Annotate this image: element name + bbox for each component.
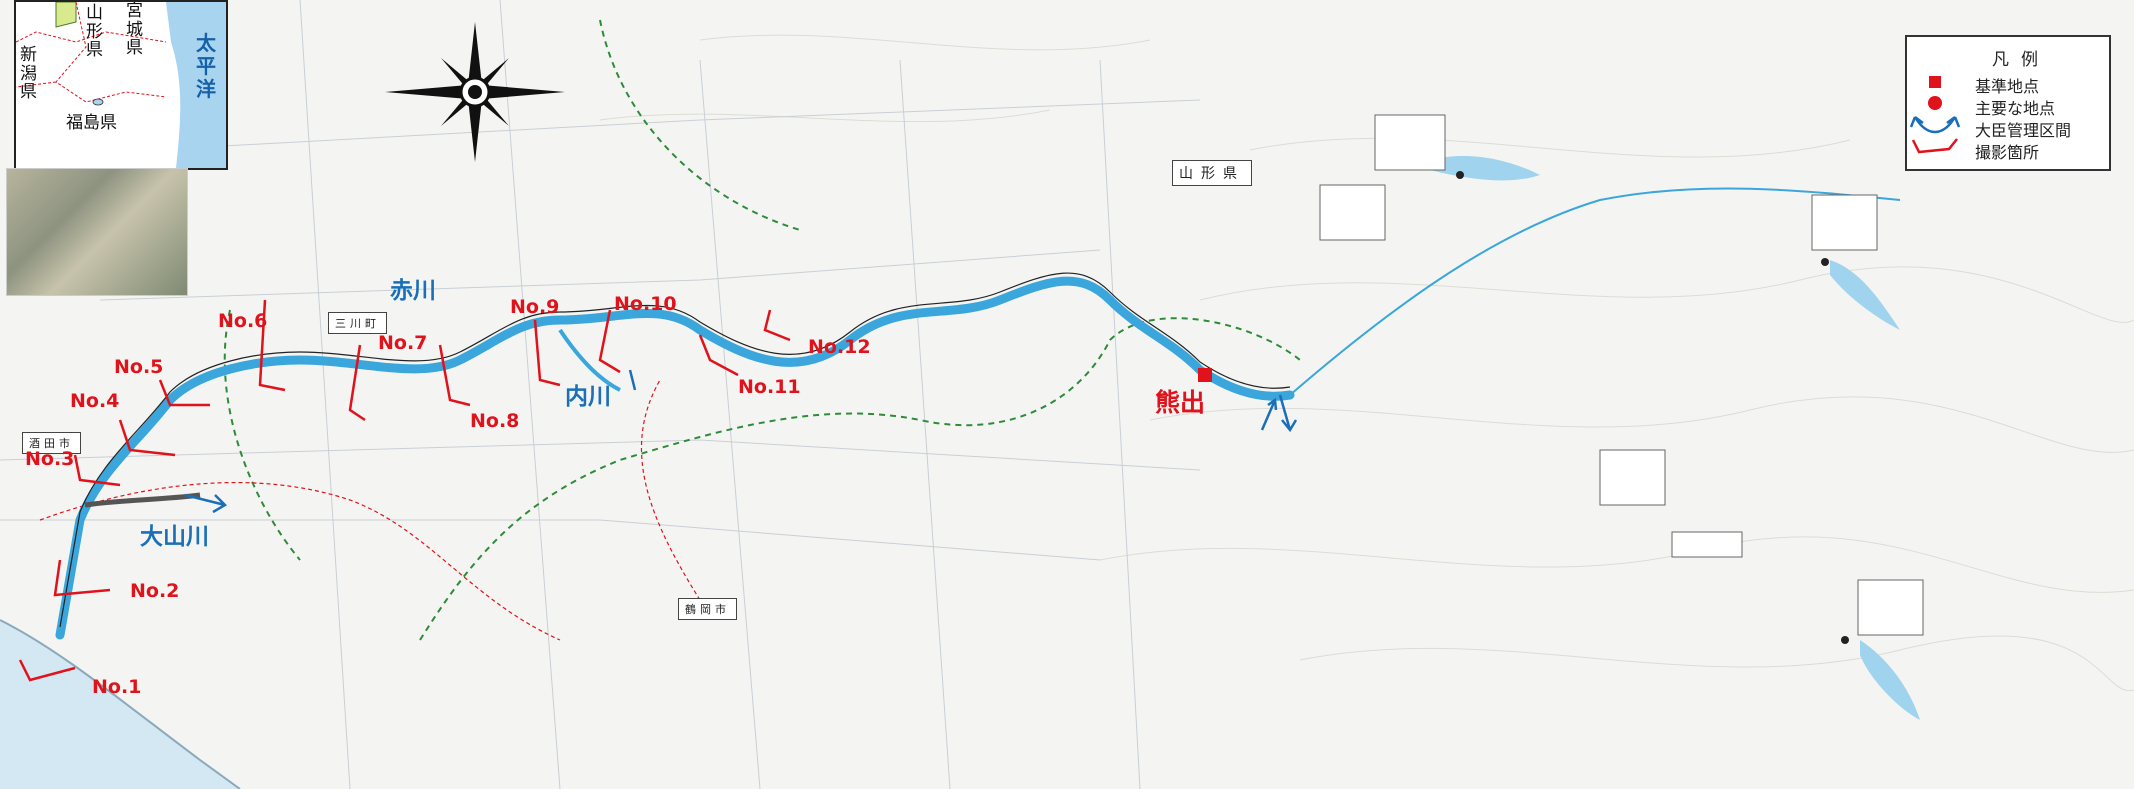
photo-point-label-no3: No.3 <box>25 448 75 470</box>
sea-area <box>0 620 240 789</box>
dam-table <box>1374 114 1446 171</box>
dam-data-tables <box>1319 114 1924 636</box>
place-box-tsuruoka: 鶴岡市 <box>678 598 737 620</box>
legend-section-icon <box>1909 116 1961 134</box>
photo-point-label-no9: No.9 <box>510 296 560 318</box>
aratawa-dam-reservoir <box>1860 640 1920 720</box>
compass-rose <box>385 22 565 162</box>
road-network <box>0 0 1201 789</box>
inset-label-fukushima: 福島県 <box>66 113 117 133</box>
legend-main-point-icon <box>1928 96 1942 110</box>
legend-item-photo: 撮影箇所 <box>1975 143 2040 162</box>
upper-tributary <box>1289 187 1901 396</box>
bracket-no2 <box>53 559 111 597</box>
coastline <box>0 619 241 789</box>
inset-label-yamagata: 山形県 <box>86 3 103 61</box>
legend-symbols <box>1909 76 1961 154</box>
admin-boundary <box>39 379 701 641</box>
bracket-no12 <box>763 309 791 342</box>
photo-point-label-no12: No.12 <box>808 336 871 358</box>
dam-table <box>1671 531 1743 558</box>
legend-item-section: 大臣管理区間 <box>1975 121 2072 140</box>
dam-table <box>1811 194 1878 251</box>
base-point-marker <box>1198 368 1212 382</box>
dam-table <box>1857 579 1924 636</box>
bracket-no9 <box>533 319 561 387</box>
photo-point-label-no11: No.11 <box>738 376 801 398</box>
place-box-sakata: 酒田市 <box>22 432 81 454</box>
base-point-label: 熊出 <box>1155 388 1206 417</box>
aerial-photo-thumbnail <box>6 168 188 296</box>
legend-item-base-point: 基準地点 <box>1975 77 2040 96</box>
bracket-no3 <box>73 454 121 487</box>
bracket-no10 <box>598 309 621 374</box>
legend-base-point-icon <box>1929 76 1941 88</box>
bracket-no1 <box>18 659 76 682</box>
dam-table <box>1319 184 1386 241</box>
photo-point-label-no4: No.4 <box>70 390 120 412</box>
uchikawa-river <box>558 328 621 392</box>
bracket-no11 <box>698 334 739 377</box>
photo-point-label-no1: No.1 <box>92 676 142 698</box>
inset-location-map: 山形県 宮城県 新潟県 福島県 太平洋 <box>14 0 228 170</box>
river-label-akagawa: 赤川 <box>390 278 436 304</box>
bracket-no6 <box>258 299 286 392</box>
legend-photo-icon <box>1911 138 1958 154</box>
bracket-no7 <box>348 344 366 422</box>
akagawa-river <box>55 276 1295 640</box>
photo-point-label-no6: No.6 <box>218 310 268 332</box>
legend: 凡例 基準地点 主要な地点 大臣管理区間 撮影箇所 <box>1905 35 2111 171</box>
photo-point-label-no7: No.7 <box>378 332 428 354</box>
legend-item-main-point: 主要な地点 <box>1975 99 2056 118</box>
bracket-no4 <box>118 419 176 457</box>
hakkuwa-dam-reservoir <box>1830 260 1900 330</box>
terrain-texture <box>599 34 2134 692</box>
section-arrow-oyama <box>184 493 228 514</box>
main-point-marker <box>1821 258 1829 266</box>
inset-shapes <box>16 2 226 168</box>
section-arrow-upper-1 <box>1278 394 1298 433</box>
river-label-oyamagawa: 大山川 <box>140 524 209 550</box>
inset-label-miyagi: 宮城県 <box>126 1 143 59</box>
main-point-marker <box>1841 636 1849 644</box>
main-point-marker <box>1456 171 1464 179</box>
photo-point-label-no2: No.2 <box>130 580 180 602</box>
bracket-no5 <box>158 379 210 407</box>
bracket-no8 <box>438 344 471 407</box>
section-arrow-uchikawa <box>628 369 637 391</box>
photo-point-label-no10: No.10 <box>614 293 677 315</box>
place-box-yamagata: 山形県 <box>1172 160 1252 186</box>
inset-label-pacific: 太平洋 <box>196 31 216 101</box>
inset-label-niigata: 新潟県 <box>20 45 37 103</box>
management-section-arrows <box>184 369 1298 514</box>
akagawa-levee <box>59 272 1291 628</box>
photo-point-brackets <box>18 299 791 682</box>
photo-point-label-no5: No.5 <box>114 356 164 378</box>
photo-point-label-no8: No.8 <box>470 410 520 432</box>
river-label-uchikawa: 内川 <box>565 384 611 410</box>
place-box-mikawa: 三川町 <box>328 312 387 334</box>
gassan-dam-reservoir <box>1430 155 1540 181</box>
legend-title: 凡例 <box>1992 50 2050 70</box>
basin-boundary <box>223 19 1301 641</box>
section-arrow-upper-2 <box>1260 397 1278 431</box>
dam-table <box>1599 449 1666 506</box>
